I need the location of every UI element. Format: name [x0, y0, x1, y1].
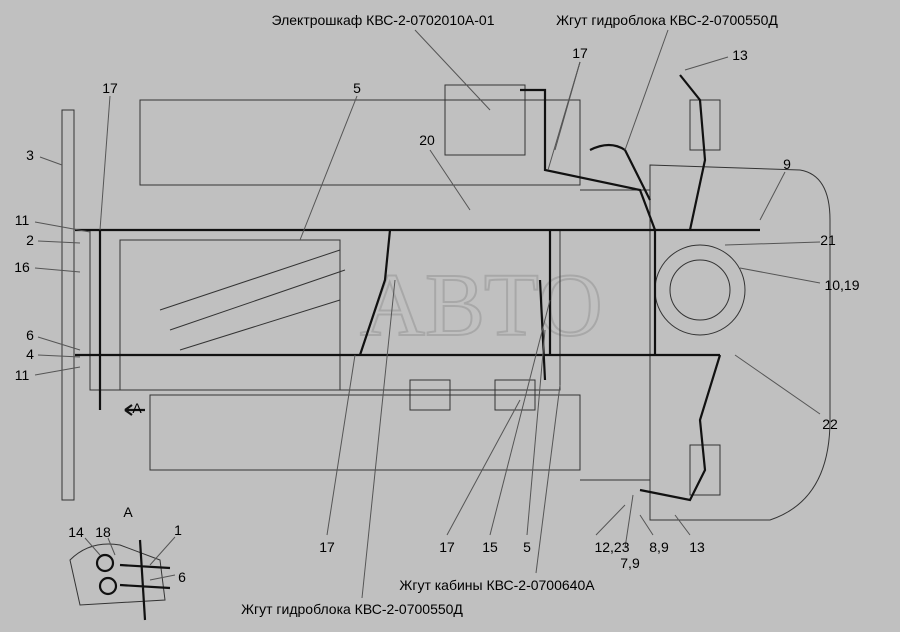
view-a-arrow-icon — [124, 404, 145, 416]
callout: 3 — [26, 147, 34, 163]
callout: 11 — [15, 367, 30, 383]
front-bumper — [61, 109, 75, 501]
callout: 13 — [732, 47, 748, 63]
callout: 6 — [178, 569, 186, 585]
callout: А — [132, 400, 142, 416]
callout: 13 — [689, 539, 705, 555]
detail-a-title: А — [123, 504, 133, 520]
callout: 5 — [353, 80, 361, 96]
callout: 4 — [26, 346, 34, 362]
callout: 16 — [14, 259, 30, 275]
watermark: АВТО — [360, 256, 603, 355]
callout: 17 — [319, 539, 335, 555]
callout: 8,9 — [649, 539, 669, 555]
label-hydro-harness-top: Жгут гидроблока КВС-2-0700550Д — [556, 12, 778, 28]
callout: 14 — [68, 524, 84, 540]
callout: 22 — [822, 416, 838, 432]
callout: 10,19 — [824, 277, 859, 293]
callout: 7,9 — [620, 555, 640, 571]
label-cab-harness: Жгут кабины КВС-2-0700640А — [399, 577, 595, 593]
callout: 1 — [174, 522, 182, 538]
callout: 9 — [783, 156, 791, 172]
callout: 12,23 — [594, 539, 629, 555]
leader-lines — [34, 29, 821, 599]
callout: 17 — [572, 45, 588, 61]
callout: 20 — [419, 132, 435, 148]
electrical-cabinet — [444, 84, 526, 156]
chassis-outline — [61, 84, 831, 521]
callout: 11 — [15, 212, 30, 228]
callout: 6 — [26, 327, 34, 343]
callout: 15 — [482, 539, 498, 555]
label-electrical-cabinet: Электрошкаф КВС-2-0702010А-01 — [271, 12, 494, 28]
callout: 18 — [95, 524, 111, 540]
label-hydro-harness-bottom: Жгут гидроблока КВС-2-0700550Д — [241, 601, 463, 617]
detail-view-a — [69, 536, 176, 621]
callout: 17 — [102, 80, 118, 96]
callout: 21 — [820, 232, 836, 248]
callout: 5 — [523, 539, 531, 555]
callout: 17 — [439, 539, 455, 555]
callout: 2 — [26, 232, 34, 248]
